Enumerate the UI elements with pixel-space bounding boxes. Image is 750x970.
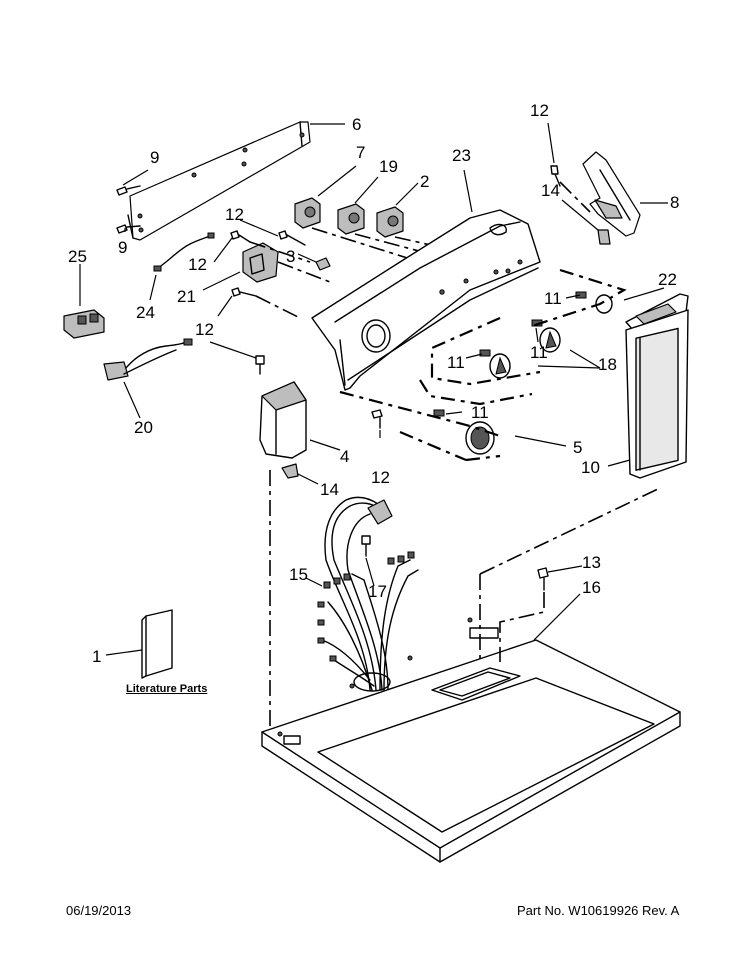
callout-c11c: 11: [530, 343, 548, 362]
part-12-screw-console: [371, 409, 383, 429]
part-2-switch: [376, 206, 404, 238]
callout-c2: 2: [420, 172, 429, 191]
part-3-terminal: [315, 257, 331, 271]
part-13-screw: [537, 567, 549, 591]
callout-c19: 19: [379, 157, 398, 176]
part-17-screw: [361, 535, 371, 557]
part-6-rear-panel: [127, 121, 311, 241]
callout-c21: 21: [177, 287, 196, 306]
part-23-console: [311, 209, 541, 391]
callout-c24: 24: [136, 303, 155, 322]
part-21-switch: [242, 242, 279, 283]
callout-c11d: 11: [471, 403, 489, 422]
callout-c20: 20: [134, 418, 153, 437]
part-19-switch: [337, 203, 365, 235]
callout-c7: 7: [356, 143, 365, 162]
callout-c3: 3: [286, 247, 295, 266]
callout-c1: 1: [92, 647, 101, 666]
callout-c12e: 12: [371, 468, 390, 487]
callout-c12a: 12: [530, 101, 549, 120]
callout-c25: 25: [68, 247, 87, 266]
part-24-wire: [153, 232, 215, 272]
part-9-screws: [116, 185, 141, 234]
part-7-switch: [294, 197, 321, 229]
callout-c12c: 12: [188, 255, 207, 274]
callout-c22: 22: [658, 270, 677, 289]
callout-c10: 10: [581, 458, 600, 477]
callout-c23: 23: [452, 146, 471, 165]
part-12-screw-cap: [255, 355, 265, 375]
part-20-harness: [103, 338, 193, 381]
part-16-top-panel: [261, 617, 681, 863]
callout-c11b: 11: [447, 353, 465, 372]
footer-date: 06/19/2013: [66, 903, 132, 918]
part-14-clip-lower: [281, 463, 299, 479]
footer-part-number: Part No. W10619926 Rev. A: [517, 903, 680, 918]
callout-c14a: 14: [541, 181, 560, 200]
callout-c11a: 11: [544, 289, 562, 308]
part-10-lint-filter: [625, 309, 689, 479]
callout-c12b: 12: [225, 205, 244, 224]
part-25-connector: [63, 309, 105, 339]
part-18-knobs: [489, 327, 561, 379]
callout-c14b: 14: [320, 480, 339, 499]
callout-c16: 16: [582, 578, 601, 597]
part-5-knob: [465, 421, 495, 455]
callout-c18: 18: [598, 355, 617, 374]
callout-c8: 8: [670, 193, 679, 212]
part-1-literature: [141, 609, 173, 679]
callout-c17: 17: [368, 582, 387, 601]
callout-c4: 4: [340, 447, 349, 466]
literature-parts-label: Literature Parts: [126, 683, 208, 695]
callout-c9b: 9: [118, 238, 127, 257]
callout-c12d: 12: [195, 320, 214, 339]
part-14-clip: [597, 229, 611, 245]
callout-c9a: 9: [150, 148, 159, 167]
callout-c13: 13: [582, 553, 601, 572]
callout-c6: 6: [352, 115, 361, 134]
callout-c15: 15: [289, 565, 308, 584]
callout-c5: 5: [573, 438, 582, 457]
part-4-end-cap: [259, 381, 307, 459]
part-12-screw: [550, 165, 561, 187]
part-15-wire-harness: [317, 496, 419, 691]
part-12-screws-left: [230, 230, 306, 297]
part-8-bracket: [582, 151, 641, 237]
